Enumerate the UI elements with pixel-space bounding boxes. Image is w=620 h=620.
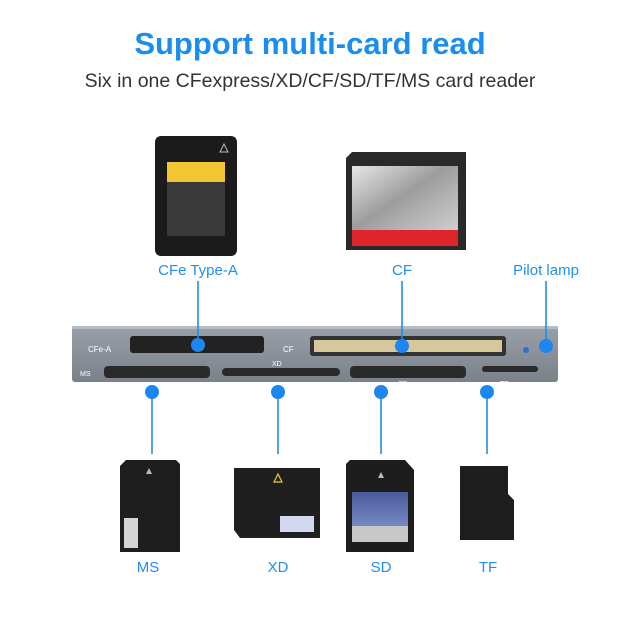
cfe-slot-label: CFe-A [88,345,112,354]
sd-slot-label: SD [398,381,408,388]
sd-card [346,460,414,552]
callout-lines [151,281,547,454]
sd-slot [350,366,466,378]
cf-slot-label: CF [283,345,294,354]
label-cfe: CFe Type-A [158,262,238,279]
label-sd: SD [370,559,392,576]
label-ms: MS [136,559,160,576]
label-tf: TF [478,559,498,576]
label-cf: CF [392,262,412,279]
callout-dots [145,338,553,399]
tf-card [460,466,514,540]
label-xd: XD [267,559,289,576]
label-pilot-lamp: Pilot lamp [513,262,579,279]
reader-panel: CFe-A CF MS XD SD TF [72,326,558,388]
ms-card [120,460,180,552]
ms-slot [104,366,210,378]
tf-slot [482,366,538,372]
xd-slot [222,368,340,376]
xd-slot-label: XD [272,361,282,368]
ms-slot-label: MS [80,371,91,378]
pilot-led [523,347,529,353]
cfe-card [155,136,237,256]
page-title: Support multi-card read [134,26,486,61]
xd-card [234,468,320,538]
cf-card [346,152,466,250]
page-subtitle: Six in one CFexpress/XD/CF/SD/TF/MS card… [84,70,536,92]
tf-slot-label: TF [500,381,509,388]
